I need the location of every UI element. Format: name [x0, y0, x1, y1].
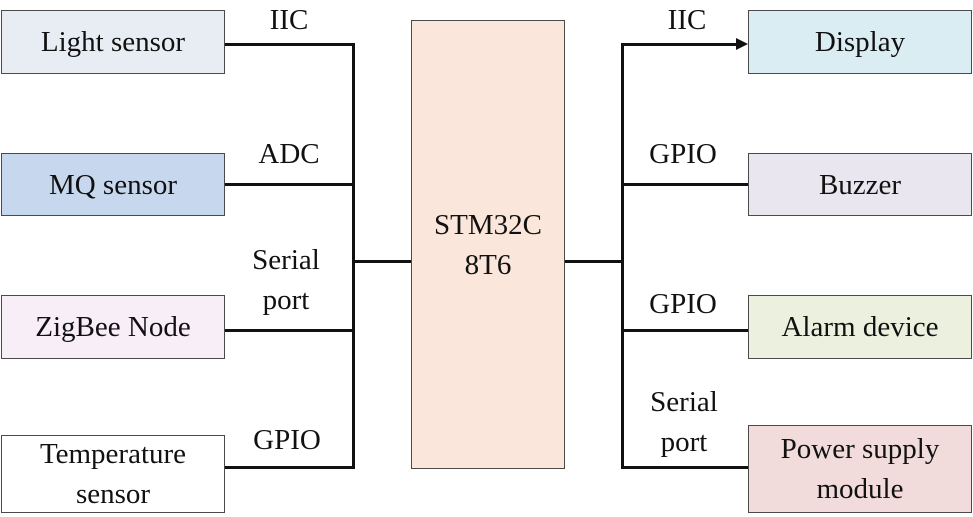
left-iic-label: IIC: [269, 4, 309, 36]
left-serial-port-label: Serial port: [238, 240, 334, 320]
temperature-sensor-label-line1: Temperature: [39, 438, 187, 470]
buzzer-block: Buzzer: [748, 153, 972, 216]
power-supply-label-line2: module: [816, 473, 904, 505]
left-serial-port-line2: port: [262, 284, 310, 316]
left-adc-label: ADC: [258, 138, 320, 170]
temperature-sensor-label-line2: sensor: [75, 478, 151, 510]
right-bus-vertical: [621, 43, 624, 468]
display-block: Display: [748, 10, 972, 74]
left-to-mcu-connector: [352, 260, 412, 263]
light-sensor-connector: [225, 43, 355, 46]
temperature-sensor-block: Temperature sensor: [1, 435, 225, 513]
power-supply-connector: [621, 466, 748, 469]
light-sensor-label: Light sensor: [40, 26, 186, 58]
alarm-device-block: Alarm device: [748, 295, 972, 359]
mcu-label-line1: STM32C: [434, 208, 542, 241]
mcu-block: STM32C 8T6: [411, 20, 565, 469]
power-supply-label-line1: Power supply: [780, 433, 940, 465]
mq-sensor-block: MQ sensor: [1, 153, 225, 216]
zigbee-node-connector: [225, 329, 355, 332]
right-gpio-label-2: GPIO: [649, 288, 717, 320]
mq-sensor-label: MQ sensor: [48, 168, 178, 201]
right-serial-port-line2: port: [660, 426, 708, 458]
display-connector: [621, 43, 737, 46]
alarm-device-connector: [621, 329, 748, 332]
display-label: Display: [814, 26, 906, 58]
mcu-to-right-connector: [565, 260, 624, 263]
left-serial-port-line1: Serial: [252, 244, 320, 276]
left-gpio-label: GPIO: [253, 424, 321, 456]
right-iic-label: IIC: [667, 4, 707, 36]
right-serial-port-line1: Serial: [650, 386, 718, 418]
light-sensor-block: Light sensor: [1, 10, 225, 74]
mq-sensor-connector: [225, 183, 355, 186]
alarm-device-label: Alarm device: [781, 311, 939, 343]
zigbee-node-label: ZigBee Node: [35, 311, 191, 343]
left-bus-vertical: [352, 43, 355, 468]
display-arrow-icon: [736, 38, 748, 50]
zigbee-node-block: ZigBee Node: [1, 295, 225, 359]
right-serial-port-label: Serial port: [636, 382, 732, 462]
power-supply-block: Power supply module: [748, 425, 972, 513]
mcu-label-line2: 8T6: [464, 248, 512, 281]
temperature-sensor-connector: [225, 466, 355, 469]
buzzer-connector: [621, 183, 748, 186]
right-gpio-label-1: GPIO: [649, 138, 717, 170]
buzzer-label: Buzzer: [818, 168, 902, 201]
